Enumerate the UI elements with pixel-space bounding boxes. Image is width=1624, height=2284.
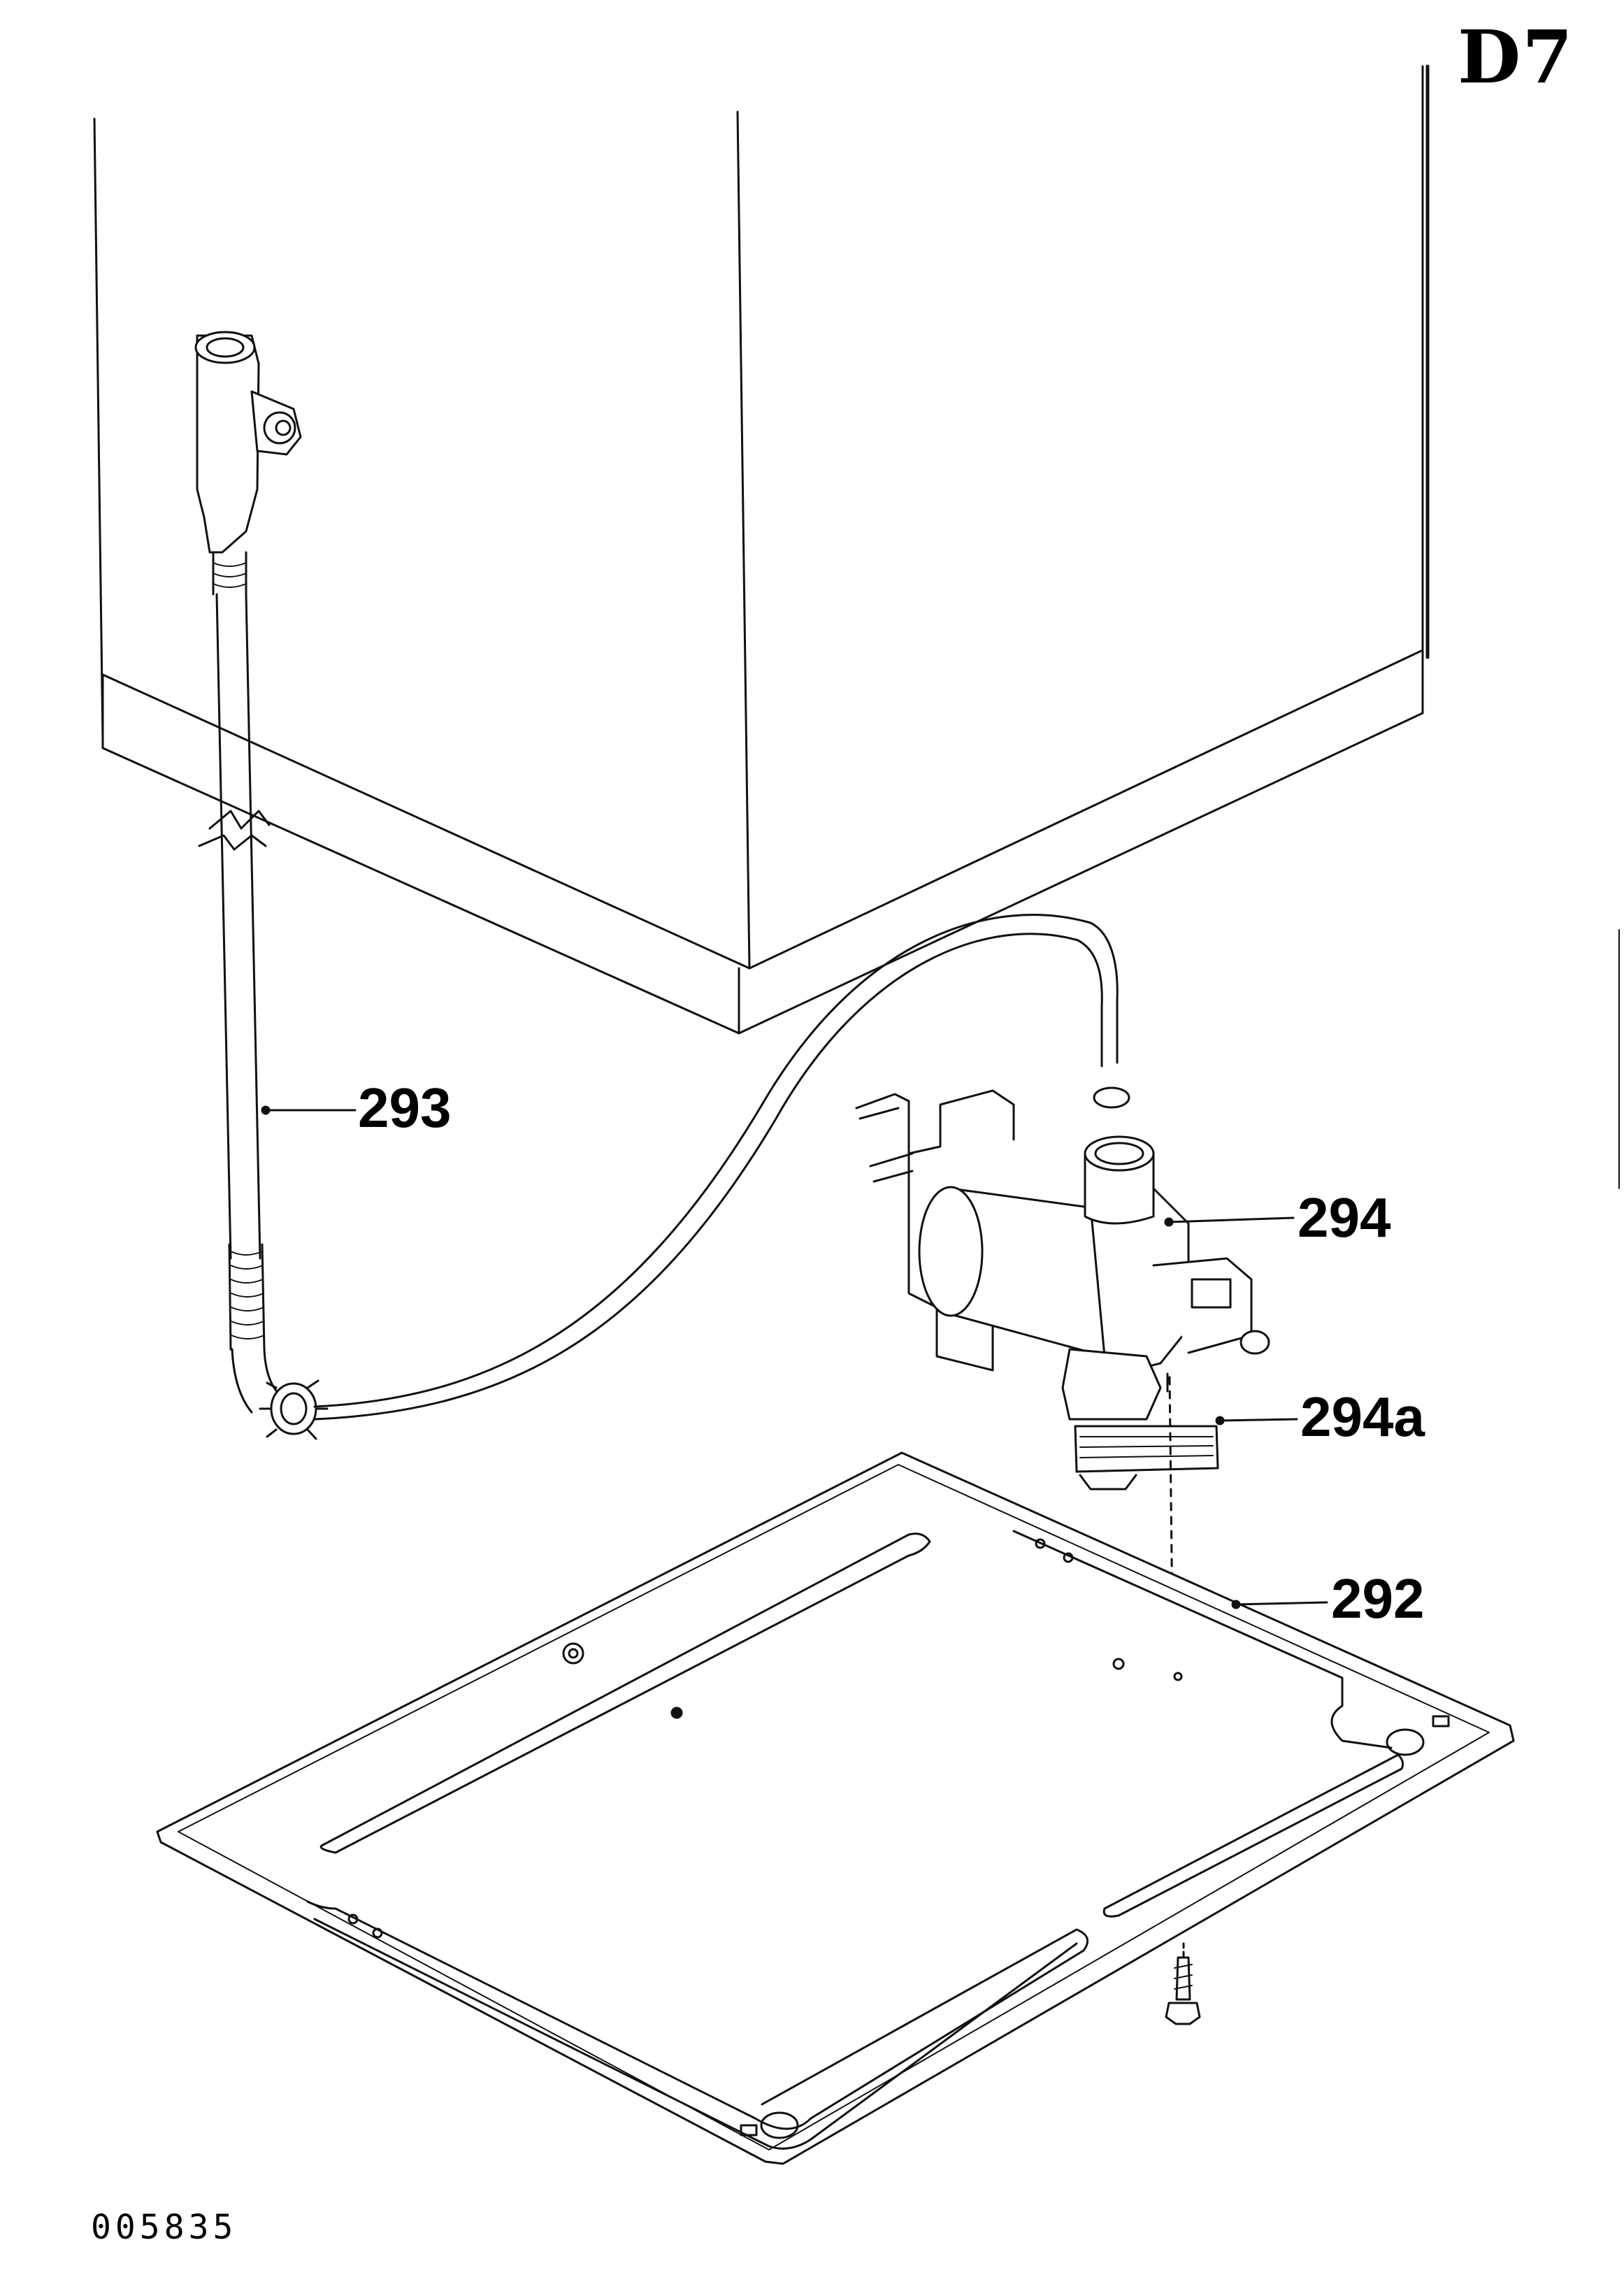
callout-292: 292 xyxy=(1331,1567,1425,1630)
hose-break-symbol xyxy=(208,810,271,830)
page-code: D7 xyxy=(1458,14,1574,100)
appliance-cabinet xyxy=(93,65,1424,1035)
drain-hose xyxy=(194,331,1130,1440)
fixing-screw xyxy=(1165,1942,1201,2025)
base-plate xyxy=(156,1451,1515,2165)
pump-filter-connector xyxy=(1074,1376,1219,1679)
callout-294: 294 xyxy=(1298,1186,1391,1249)
drawing-number: 005835 xyxy=(91,2208,238,2247)
callout-294a: 294a xyxy=(1300,1386,1425,1448)
hose-clip xyxy=(1093,1086,1130,1109)
hose-clamp-nut xyxy=(259,1379,329,1440)
hose-elbow-fitting xyxy=(196,334,260,554)
pump-bracket xyxy=(855,1089,1015,1372)
drain-pump xyxy=(855,1089,1270,1421)
callout-293: 293 xyxy=(358,1077,452,1139)
hose-fitting-nut xyxy=(194,331,256,364)
hose-side-connector xyxy=(250,390,302,456)
